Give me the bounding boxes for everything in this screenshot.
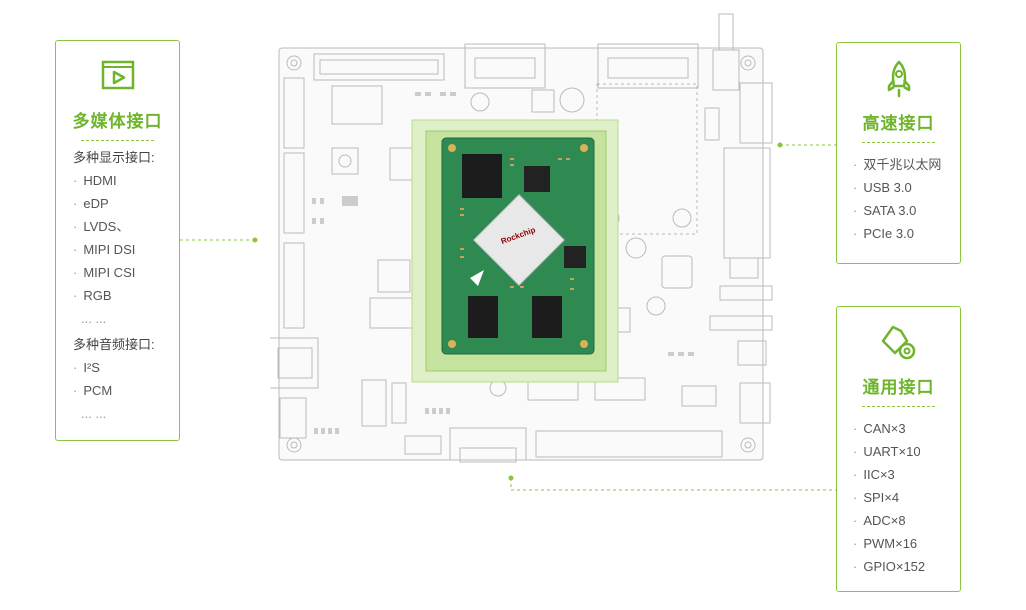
title-divider <box>80 140 155 141</box>
audio-interface-list: ·I²S ·PCM ... ... <box>73 356 179 425</box>
list-item: ·LVDS、 <box>73 219 130 234</box>
title-divider <box>861 142 936 143</box>
general-connector-dot <box>508 475 514 481</box>
list-item: ·UART×10 <box>853 444 921 459</box>
list-item: ·PCIe 3.0 <box>853 226 914 241</box>
audio-group-heading: 多种音频接口: <box>73 337 155 352</box>
general-interfaces-panel: 通用接口 ·CAN×3 ·UART×10 ·IIC×3 ·SPI×4 ·ADC×… <box>836 306 961 592</box>
general-interface-list: ·CAN×3 ·UART×10 ·IIC×3 ·SPI×4 ·ADC×8 ·PW… <box>853 417 960 578</box>
list-item: ·MIPI CSI <box>73 265 136 280</box>
list-item: ·SATA 3.0 <box>853 203 917 218</box>
list-item: ·RGB <box>73 288 112 303</box>
video-play-icon <box>56 57 179 97</box>
carrier-board-diagram: Rockchip <box>270 13 773 463</box>
list-item: ... ... <box>81 406 107 421</box>
list-item: ·ADC×8 <box>853 513 906 528</box>
multimedia-title: 多媒体接口 <box>72 112 163 131</box>
list-item: ·PCM <box>73 383 113 398</box>
list-item: ·USB 3.0 <box>853 180 912 195</box>
general-connector <box>510 478 836 491</box>
highspeed-interfaces-panel: 高速接口 ·双千兆以太网 ·USB 3.0 ·SATA 3.0 ·PCIe 3.… <box>836 42 961 264</box>
list-item: ·I²S <box>73 360 100 375</box>
list-item: ·HDMI <box>73 173 117 188</box>
rocket-icon <box>837 59 960 99</box>
list-item: ·PWM×16 <box>853 536 918 551</box>
list-item: ·MIPI DSI <box>73 242 136 257</box>
list-item: ·GPIO×152 <box>853 559 926 574</box>
list-item: ·CAN×3 <box>853 421 906 436</box>
highspeed-connector-dot <box>777 142 783 148</box>
multimedia-interfaces-panel: 多媒体接口 多种显示接口: ·HDMI ·eDP ·LVDS、 ·MIPI DS… <box>55 40 180 441</box>
title-divider <box>861 406 936 407</box>
list-item: ... ... <box>81 311 107 326</box>
tag-gear-icon <box>837 323 960 363</box>
general-title: 通用接口 <box>862 378 935 397</box>
display-group-heading: 多种显示接口: <box>73 150 155 165</box>
multimedia-connector-dot <box>252 237 258 243</box>
list-item: ·IIC×3 <box>853 467 895 482</box>
list-item: ·双千兆以太网 <box>853 157 942 172</box>
highspeed-title: 高速接口 <box>862 114 935 133</box>
list-item: ·SPI×4 <box>853 490 900 505</box>
core-module: Rockchip <box>441 137 595 355</box>
list-item: ·eDP <box>73 196 109 211</box>
display-interface-list: ·HDMI ·eDP ·LVDS、 ·MIPI DSI ·MIPI CSI ·R… <box>73 169 179 330</box>
highspeed-interface-list: ·双千兆以太网 ·USB 3.0 ·SATA 3.0 ·PCIe 3.0 <box>853 153 960 245</box>
